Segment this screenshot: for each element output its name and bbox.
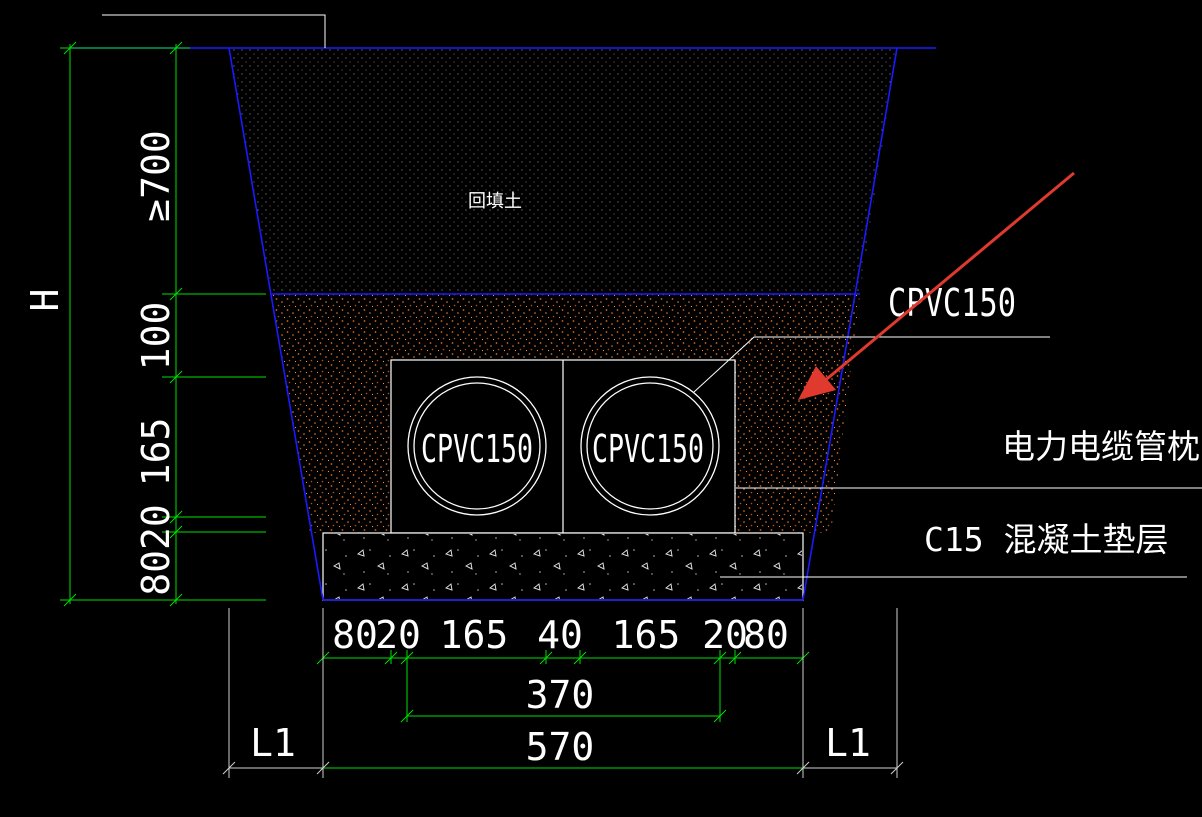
- dim-H: H: [23, 289, 67, 312]
- dim-20-left: 20: [375, 613, 421, 657]
- dim-100: 100: [134, 302, 178, 371]
- cable-pillow-label: 电力电缆管枕: [1002, 427, 1200, 466]
- pipe-left-inner: [413, 382, 541, 510]
- dim-40: 40: [537, 613, 583, 657]
- l1-extensions: [222, 608, 904, 778]
- dim-370: 370: [526, 673, 595, 717]
- dim-80-right: 80: [743, 613, 789, 657]
- pipe-callout-label: CPVC150: [888, 281, 1016, 325]
- pipe-left-label: CPVC150: [421, 427, 533, 471]
- trench-outline: [70, 47, 936, 601]
- dim-570: 570: [526, 725, 595, 769]
- concrete-layer-label: C15 混凝土垫层: [924, 520, 1168, 559]
- backfill-zone: [229, 48, 897, 294]
- dim-165-left: 165: [440, 613, 509, 657]
- concrete-hatch: [324, 534, 802, 599]
- dim-L1-right: L1: [825, 721, 871, 765]
- pipe-callout-leader: [693, 336, 1050, 393]
- dim-20-right: 20: [702, 613, 748, 657]
- top-leader: [102, 14, 326, 48]
- pipe-right-outer: [580, 376, 720, 516]
- dim-165-right: 165: [612, 613, 681, 657]
- dim-80-left: 80: [332, 613, 378, 657]
- horizontal-dimensions: [316, 650, 810, 769]
- dim-L1-left: L1: [250, 721, 296, 765]
- dim-8020-vertical: 8020: [134, 504, 178, 596]
- backfill-label: 回填土: [468, 191, 522, 212]
- pipe-right-inner: [586, 382, 714, 510]
- dim-cover: ≥700: [134, 130, 178, 222]
- pipe-left-outer: [407, 376, 547, 516]
- vertical-dimensions: [60, 41, 266, 607]
- red-pointer-arrow: [798, 171, 1075, 400]
- pipe-right-label: CPVC150: [592, 427, 704, 471]
- dim-165-vertical: 165: [134, 418, 178, 487]
